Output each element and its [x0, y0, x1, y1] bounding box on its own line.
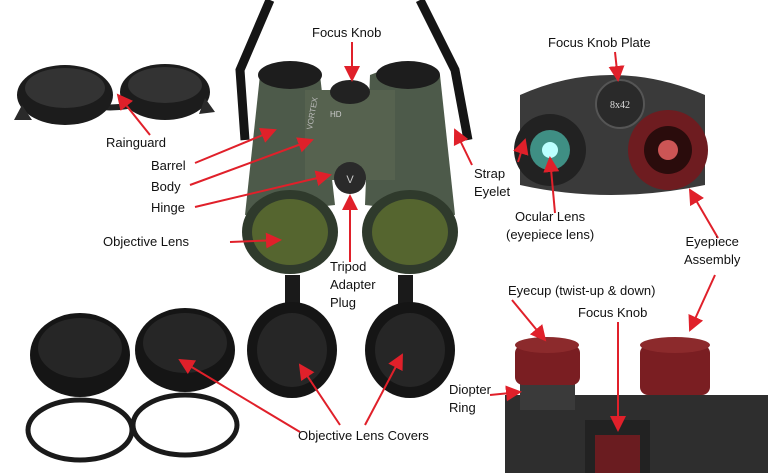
lens-caps-image	[25, 308, 240, 463]
eyecup-closeup-image	[505, 337, 768, 473]
label-hinge: Hinge	[151, 200, 185, 215]
label-objective-lens-covers: Objective Lens Covers	[298, 428, 429, 443]
label-focus-knob-plate: Focus Knob Plate	[548, 35, 651, 50]
svg-text:8x42: 8x42	[610, 100, 630, 111]
label-body: Body	[151, 179, 181, 194]
label-rainguard: Rainguard	[106, 135, 166, 150]
svg-text:V: V	[346, 174, 354, 186]
label-objective-lens: Objective Lens	[103, 234, 189, 249]
label-ocular-lens: Ocular Lens(eyepiece lens)	[506, 209, 595, 242]
strap	[235, 0, 275, 141]
label-focus-knob-bottom: Focus Knob	[578, 305, 648, 320]
label-eyecup: Eyecup (twist-up & down)	[508, 283, 656, 298]
svg-text:HD: HD	[330, 110, 342, 119]
label-focus-knob-top: Focus Knob	[312, 25, 382, 40]
eyepiece-view-image: 8x42	[514, 75, 708, 195]
label-barrel: Barrel	[151, 158, 186, 173]
rainguard-image	[14, 64, 215, 125]
callout-arrows	[116, 42, 719, 433]
